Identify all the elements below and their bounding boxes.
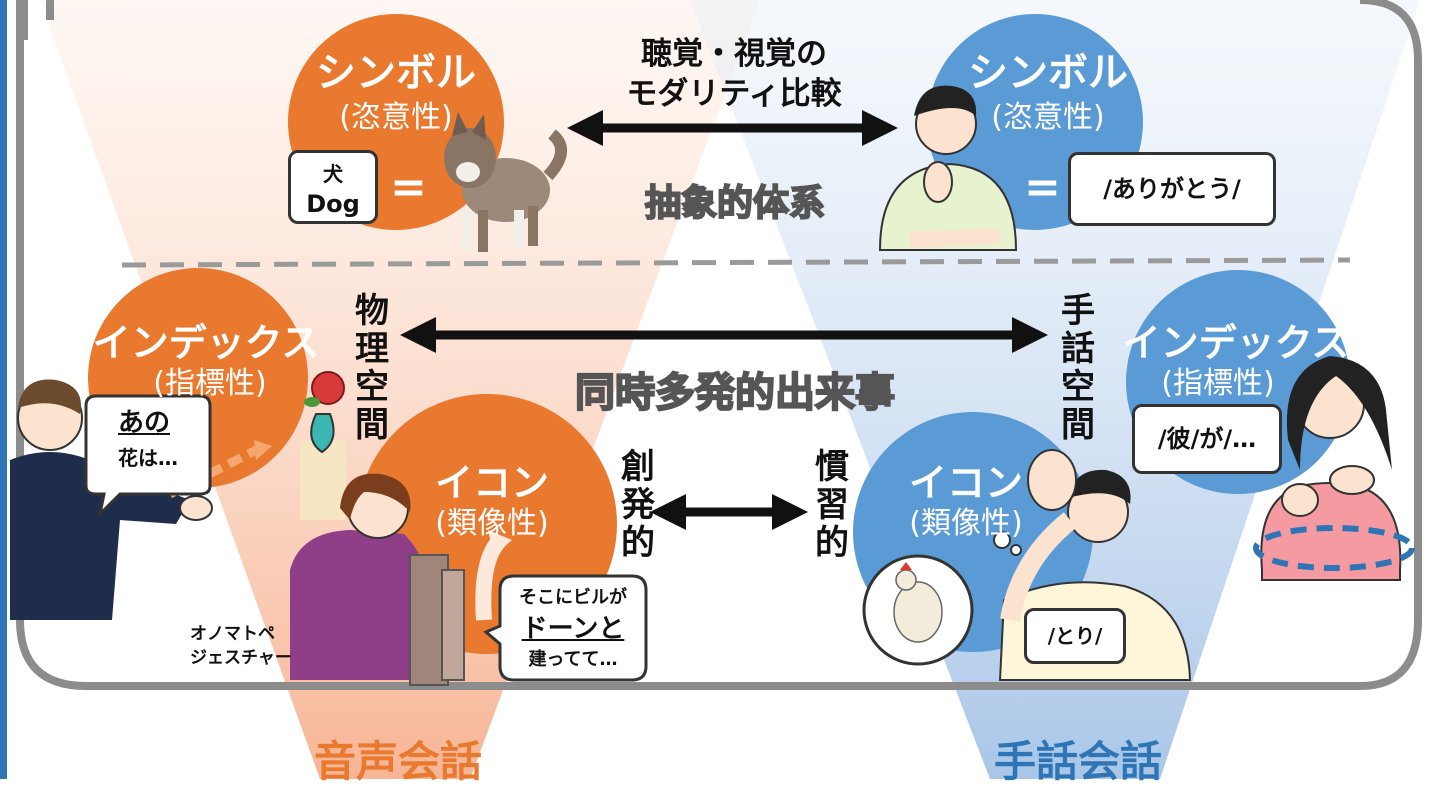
building-speech: そこにビルが ドーンと 建ってて… bbox=[519, 587, 627, 670]
spoken-cone bbox=[40, 0, 760, 779]
creative-label: 創発的 bbox=[621, 447, 655, 563]
left-edge-bar bbox=[0, 0, 7, 779]
spoken-icon-bubble bbox=[483, 574, 648, 682]
signed-icon-title: イコン bbox=[908, 461, 1024, 505]
spoken-icon-sub: (類像性) bbox=[435, 506, 549, 541]
dog-word-box: 犬 Dog bbox=[288, 150, 378, 224]
he-sign-box: /彼/が/… bbox=[1132, 404, 1282, 474]
spoken-symbol-sub: (恣意性) bbox=[339, 100, 453, 135]
conventional-label: 慣習的 bbox=[815, 447, 849, 563]
spoken-symbol-title: シンボル bbox=[316, 50, 476, 96]
gesturing-woman-illustration bbox=[290, 473, 512, 686]
layer-separator bbox=[121, 257, 1351, 268]
frame-border bbox=[16, 0, 1422, 690]
signed-icon-sub: (類像性) bbox=[909, 506, 1023, 541]
signed-equals: = bbox=[1024, 162, 1061, 213]
spoken-equals: = bbox=[390, 162, 427, 213]
modality-title: 聴覚・視覚の モダリティ比較 bbox=[626, 36, 842, 112]
spoken-index-bubble bbox=[84, 394, 212, 519]
onomatopoeia-label: オノマトペ ジェスチャー bbox=[190, 624, 292, 668]
signer-thanks-illustration bbox=[878, 85, 1018, 251]
thanks-sign-box: /ありがとう/ bbox=[1068, 152, 1276, 226]
spoken-icon-title: イコン bbox=[434, 461, 550, 505]
bird-sign-box: /とり/ bbox=[1024, 608, 1126, 664]
signed-index-sub: (指標性) bbox=[1161, 366, 1275, 401]
rose-vase-illustration bbox=[300, 371, 346, 520]
signed-index-title: インデックス bbox=[1122, 321, 1350, 365]
simultaneous-events-label: 同時多発的出来事 bbox=[574, 369, 896, 417]
signed-symbol-title: シンボル bbox=[968, 50, 1128, 96]
physical-space-label: 物理空間 bbox=[355, 291, 389, 445]
abstract-system-label: 抽象的体系 bbox=[644, 182, 826, 225]
signer-he-illustration bbox=[1253, 356, 1415, 581]
ano-word: あの bbox=[118, 408, 171, 438]
signed-symbol-sub: (恣意性) bbox=[991, 100, 1105, 135]
flower-word: 花は… bbox=[118, 446, 178, 470]
spoken-index-title: インデックス bbox=[92, 321, 320, 365]
spoken-footer: 音声会話 bbox=[313, 737, 483, 786]
spoken-index-sub: (指標性) bbox=[153, 366, 267, 401]
signed-footer: 手話会話 bbox=[993, 737, 1163, 786]
sign-space-label: 手話空間 bbox=[1061, 291, 1095, 445]
dog-illustration bbox=[444, 112, 567, 252]
